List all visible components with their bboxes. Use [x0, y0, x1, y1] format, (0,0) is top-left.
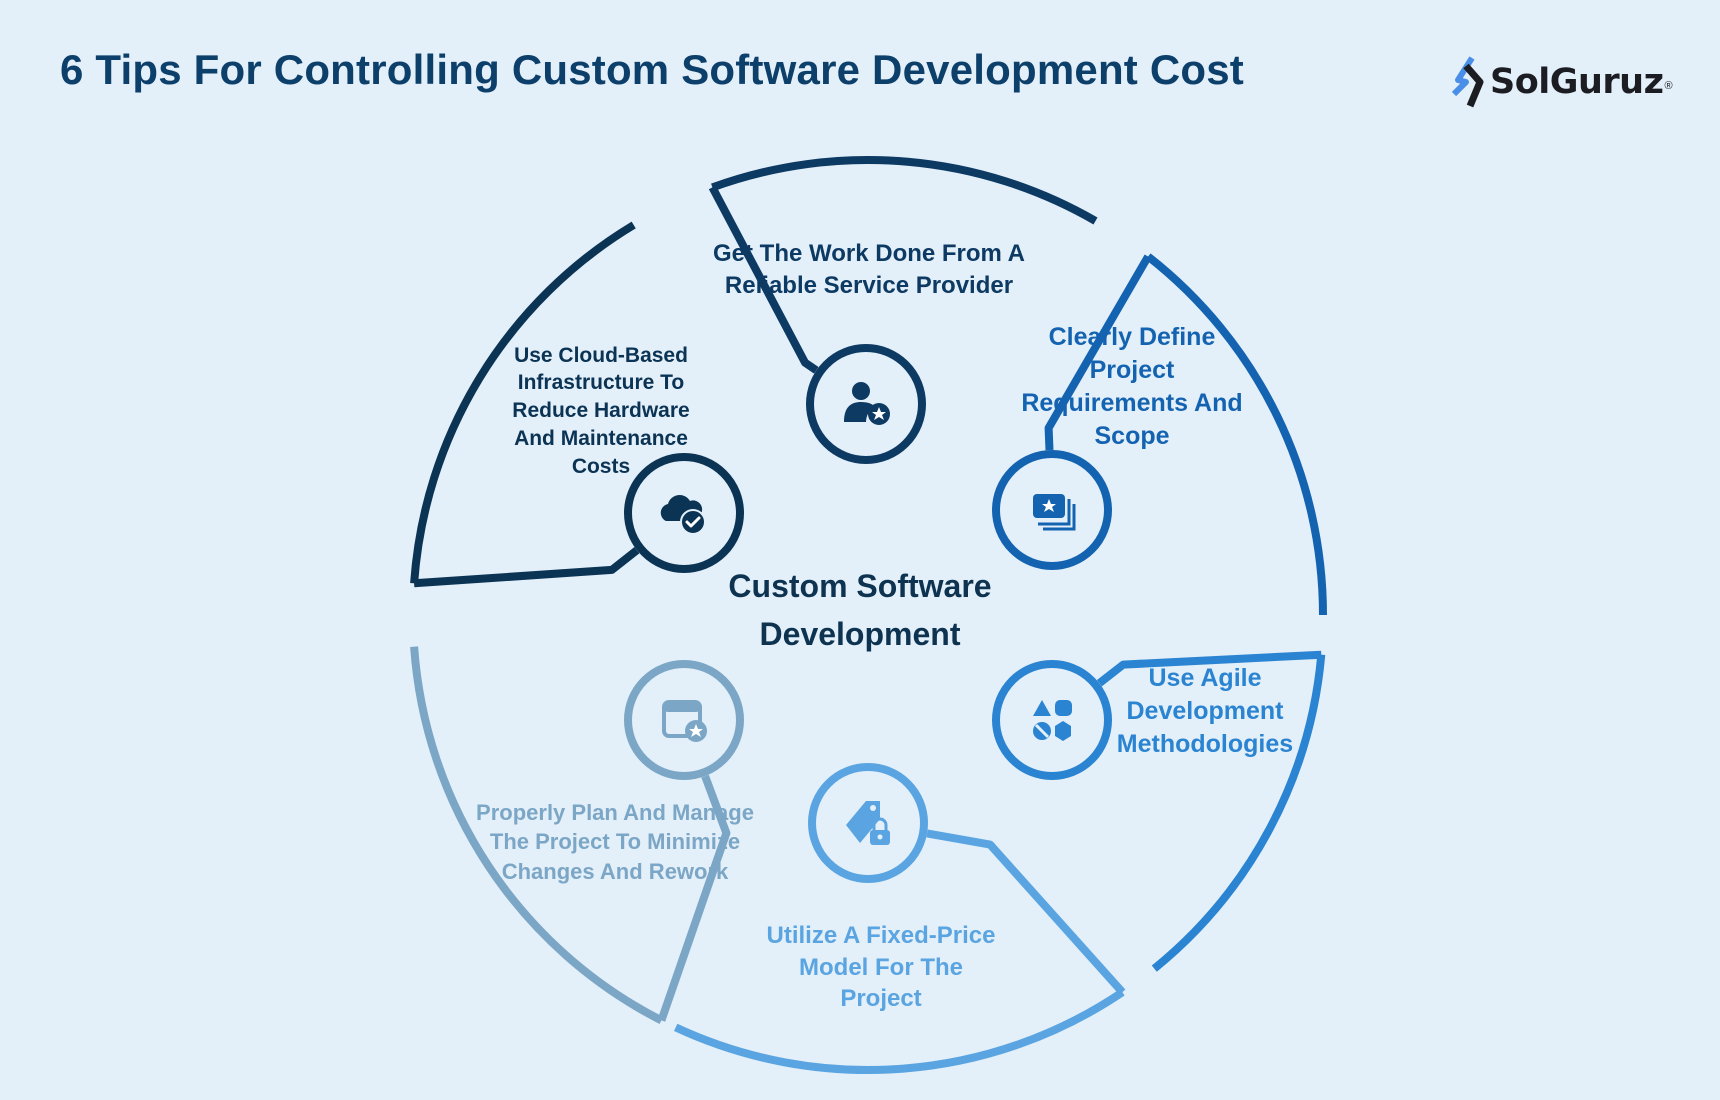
segment-5-connector — [657, 774, 731, 1022]
documents-star-icon — [1033, 494, 1076, 531]
shapes-icon — [1033, 700, 1072, 741]
segment-4-label: Utilize A Fixed-Price Model For The Proj… — [766, 921, 996, 1013]
segment-3-connector — [1096, 650, 1322, 687]
segment-4-connector — [926, 829, 1126, 995]
segment-5-label: Properly Plan And Manage The Project To … — [476, 800, 754, 884]
calendar-star-icon — [662, 700, 707, 742]
segment-1 — [708, 156, 1098, 464]
segment-3-label: Use Agile Development Methodologies — [1116, 663, 1294, 758]
cloud-check-icon — [660, 495, 706, 535]
solguruz-logo-icon — [1451, 56, 1484, 108]
segment-3-arc — [1151, 654, 1326, 972]
segment-5 — [410, 646, 744, 1024]
segment-6-label: Use Cloud-Based Infrastructure To Reduce… — [512, 343, 690, 478]
segment-3 — [992, 650, 1326, 972]
price-tag-lock-icon — [846, 801, 890, 845]
user-star-icon — [844, 382, 890, 425]
segment-1-connector — [708, 185, 819, 374]
segment-3-icon-ring — [992, 660, 1112, 780]
segment-2-label: Clearly Define Project Requirements And … — [1021, 323, 1243, 450]
center-label-line2: Development — [759, 616, 961, 652]
brand-registered-mark: ® — [1664, 80, 1673, 92]
segment-5-icon-ring — [624, 660, 744, 780]
segment-6-arc — [410, 221, 636, 584]
segment-2-arc — [1145, 253, 1327, 616]
brand-name: SolGuruz — [1490, 62, 1664, 102]
center-label: Custom Software Development — [680, 562, 1040, 658]
segment-1-label: Get The Work Done From A Reliable Servic… — [712, 239, 1026, 299]
brand-logo: SolGuruz ® — [1448, 54, 1673, 110]
segment-5-arc — [410, 646, 664, 1024]
center-label-line1: Custom Software — [728, 568, 992, 604]
segment-2-connector — [1044, 254, 1152, 451]
segment-1-arc — [711, 156, 1098, 225]
page-title: 6 Tips For Controlling Custom Software D… — [60, 46, 1244, 93]
segment-4-arc — [674, 988, 1125, 1074]
segment-6-connector — [413, 547, 640, 588]
